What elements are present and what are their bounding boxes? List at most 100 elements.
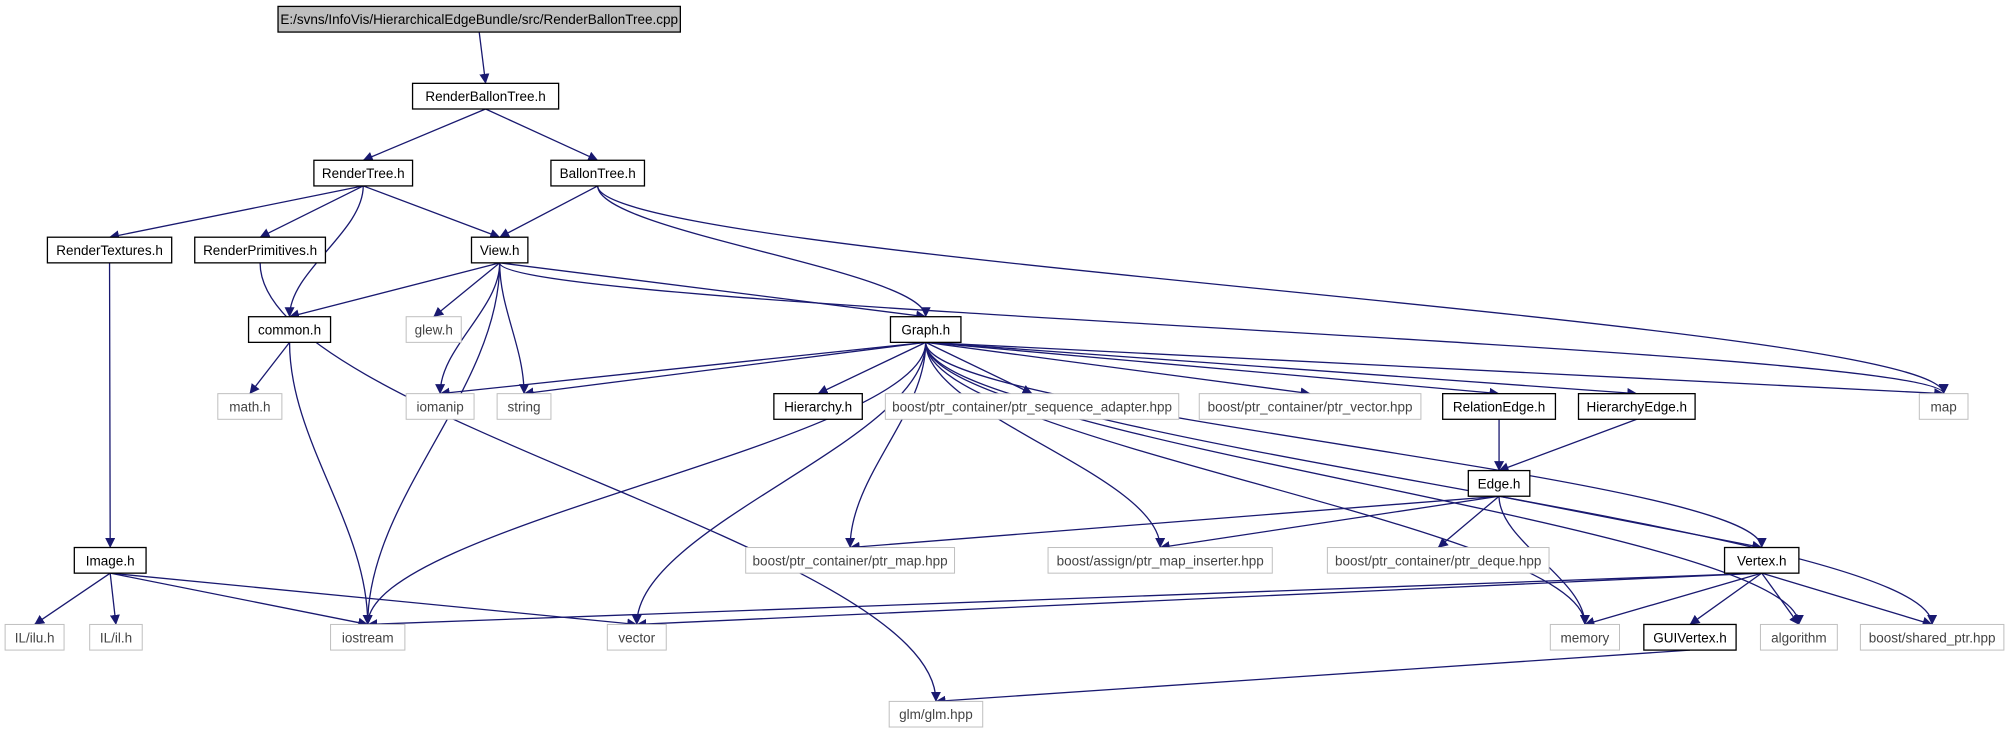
node-ptr-map-inserter: boost/assign/ptr_map_inserter.hpp: [1047, 547, 1273, 574]
node-string: string: [496, 393, 552, 420]
edge-view_h-to-iostream: [362, 262, 501, 625]
node-label: BallonTree.h: [560, 166, 636, 181]
node-ptr-sequence-adapter: boost/ptr_container/ptr_sequence_adapter…: [884, 393, 1180, 420]
node-label: glew.h: [415, 323, 453, 338]
edge-rendertree_h-to-view_h: [363, 185, 501, 239]
node-box: [1759, 623, 1838, 651]
edge-graph_h-to-algorithm: [925, 342, 1804, 625]
edge-image_h-to-iostream: [110, 572, 369, 628]
node-label: GUIVertex.h: [1653, 630, 1727, 645]
node-ptr-deque: boost/ptr_container/ptr_deque.hpp: [1326, 547, 1550, 574]
node-label: View.h: [480, 243, 520, 258]
node-hierarchyedge-h[interactable]: HierarchyEdge.h: [1577, 392, 1696, 420]
node-view-h[interactable]: View.h: [470, 236, 529, 264]
node-label: RenderBallonTree.h: [425, 89, 545, 104]
node-il-ilu-h: IL/ilu.h: [4, 623, 65, 651]
edge-edge_h-to-vertex_h: [1498, 495, 1763, 551]
node-label: boost/ptr_container/ptr_deque.hpp: [1335, 553, 1541, 568]
node-il-il-h: IL/il.h: [89, 623, 143, 651]
node-box: [1859, 623, 2005, 651]
node-label: IL/ilu.h: [15, 630, 55, 645]
node-iostream: iostream: [330, 623, 406, 651]
edge-ballontree_h-to-graph_h: [597, 185, 931, 318]
edge-view_h-to-string: [499, 262, 530, 395]
edge-guivertex_h-to-glm_hpp: [935, 649, 1691, 706]
node-box: [884, 393, 1180, 420]
edge-graph_h-to-string: [523, 341, 926, 398]
node-relationedge-h[interactable]: RelationEdge.h: [1442, 392, 1557, 420]
node-map: map: [1918, 393, 1969, 420]
edge-graph_h-to-ptr_map_inserter: [925, 342, 1166, 549]
node-guivertex-h[interactable]: GUIVertex.h: [1643, 623, 1737, 651]
node-graph-h[interactable]: Graph.h: [889, 316, 962, 344]
node-root[interactable]: E:/svns/InfoVis/HierarchicalEdgeBundle/s…: [277, 5, 681, 33]
node-box: [194, 236, 327, 264]
edge-image_h-to-il_ilu_h: [34, 572, 111, 625]
node-label: HierarchyEdge.h: [1587, 399, 1688, 414]
node-hierarchy-h[interactable]: Hierarchy.h: [773, 392, 863, 420]
edge-root-to-renderballontree_h: [478, 31, 490, 84]
node-image-h[interactable]: Image.h: [73, 546, 147, 574]
node-box: [89, 623, 143, 651]
node-box: [745, 547, 956, 574]
edge-view_h-to-glew_h: [433, 262, 501, 318]
node-label: string: [508, 399, 541, 414]
edge-image_h-to-il_il_h: [109, 573, 120, 625]
node-box: [217, 393, 283, 420]
node-ptr-map: boost/ptr_container/ptr_map.hpp: [745, 547, 956, 574]
node-box: [888, 700, 984, 728]
edge-graph_h-to-map: [925, 341, 1945, 399]
node-edge-h[interactable]: Edge.h: [1467, 469, 1531, 497]
nodes-layer: E:/svns/InfoVis/HierarchicalEdgeBundle/s…: [4, 5, 2005, 728]
edge-graph_h-to-shared_ptr: [925, 342, 1938, 625]
node-box: [1549, 623, 1620, 651]
edge-graph_h-to-ptr_vector: [925, 341, 1311, 398]
node-label: Edge.h: [1478, 476, 1521, 491]
node-common-h[interactable]: common.h: [247, 316, 332, 344]
node-label: RenderTree.h: [322, 166, 405, 181]
node-box: [1723, 546, 1800, 574]
node-label: Vertex.h: [1737, 553, 1787, 568]
node-label: iomanip: [416, 399, 463, 414]
edge-view_h-to-iomanip: [435, 262, 501, 395]
node-rendertree-h[interactable]: RenderTree.h: [313, 159, 414, 187]
edge-rendertree_h-to-rendertextures_h: [109, 185, 364, 241]
node-label: iostream: [342, 630, 394, 645]
node-glew-h: glew.h: [405, 316, 462, 343]
node-math-h: math.h: [217, 393, 283, 420]
node-box: [1047, 547, 1273, 574]
node-renderprimitives-h[interactable]: RenderPrimitives.h: [194, 236, 327, 264]
node-label: map: [1931, 399, 1957, 414]
node-box: [330, 623, 406, 651]
node-box: [889, 316, 962, 344]
edge-graph_h-to-vertex_h: [925, 342, 1767, 549]
node-box: [1442, 392, 1557, 420]
node-box: [470, 236, 529, 264]
node-label: IL/il.h: [100, 630, 132, 645]
node-label: math.h: [229, 399, 270, 414]
node-box: [1918, 393, 1969, 420]
node-renderballontree-h[interactable]: RenderBallonTree.h: [411, 82, 560, 110]
node-label: RenderPrimitives.h: [203, 243, 317, 258]
edge-image_h-to-vector: [110, 572, 638, 629]
edge-ballontree_h-to-map: [597, 185, 1949, 395]
edge-rendertree_h-to-renderprimitives_h: [259, 185, 364, 238]
edge-edge_h-to-ptr_map_inserter: [1159, 495, 1500, 552]
node-algorithm: algorithm: [1759, 623, 1838, 651]
node-rendertextures-h[interactable]: RenderTextures.h: [46, 236, 173, 264]
edge-ballontree_h-to-view_h: [499, 185, 599, 238]
node-vertex-h[interactable]: Vertex.h: [1723, 546, 1800, 574]
node-box: [405, 393, 475, 420]
node-box: [247, 316, 332, 344]
edge-vertex_h-to-memory: [1584, 572, 1762, 627]
node-label: glm/glm.hpp: [899, 707, 973, 722]
edge-graph_h-to-iomanip: [439, 341, 926, 398]
node-ballontree-h[interactable]: BallonTree.h: [550, 159, 646, 187]
edge-common_h-to-iostream: [288, 342, 373, 625]
edges-layer: [34, 31, 1949, 706]
edge-hierarchyedge_h-to-edge_h: [1498, 418, 1638, 472]
node-box: [277, 5, 681, 33]
edge-vertex_h-to-guivertex_h: [1689, 572, 1763, 625]
node-label: RenderTextures.h: [56, 243, 163, 258]
